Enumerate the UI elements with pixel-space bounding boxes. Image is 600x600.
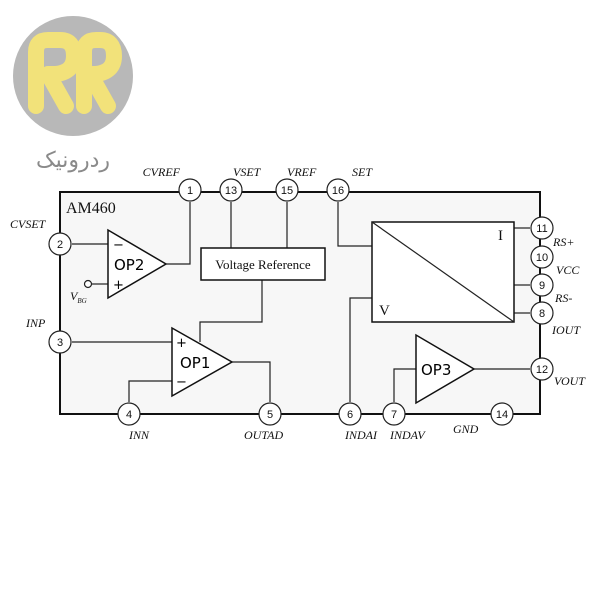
pin-circle — [326, 178, 350, 202]
converter-i-label: I — [498, 228, 503, 244]
op1-triangle — [171, 326, 234, 398]
pin-circle — [530, 245, 554, 269]
pin-label: INDAV — [389, 428, 426, 442]
voltage-reference-label: Voltage Reference — [215, 257, 311, 272]
pin-circle — [48, 232, 72, 256]
pin-label: RS+ — [552, 235, 574, 249]
vbg-label: VBG — [70, 289, 87, 305]
pin-circle — [490, 402, 514, 426]
pin-number: 14 — [496, 409, 508, 421]
pin-label: CVSET — [10, 217, 47, 231]
pin-16: 16 SET — [326, 165, 373, 202]
op3-amplifier: OP3 — [415, 333, 476, 405]
chip-name: AM460 — [66, 200, 116, 217]
pin-circle — [275, 178, 299, 202]
pin-label: VSET — [233, 165, 262, 179]
logo-mark-icon — [28, 32, 122, 114]
op1-minus-sign: − — [176, 375, 187, 390]
pin-circle — [530, 273, 554, 297]
pin-label: VOUT — [554, 374, 586, 388]
pin-label: INDAI — [344, 428, 378, 442]
op2-triangle — [107, 228, 168, 300]
pin-number: 5 — [267, 409, 273, 421]
pin-number: 6 — [347, 409, 353, 421]
converter-v-label: V — [379, 303, 390, 319]
pin-15: 15 VREF — [275, 165, 317, 202]
voltage-reference-block: Voltage Reference — [200, 247, 326, 281]
op3-triangle — [415, 333, 476, 405]
voltage-reference-box — [200, 247, 326, 281]
pin-number: 7 — [391, 409, 397, 421]
pin-number: 15 — [281, 185, 293, 197]
pin-number: 4 — [126, 409, 132, 421]
pin-label: OUTAD — [244, 428, 283, 442]
pin-label: IOUT — [551, 323, 581, 337]
pin-2: 2 CVSET — [10, 217, 72, 256]
op2-amplifier: − + OP2 — [107, 228, 168, 300]
pin-1: 1 CVREF — [143, 165, 202, 202]
pin-label: INP — [25, 316, 46, 330]
pin-label: VCC — [556, 263, 580, 277]
logo-brand-text: ردرونیک — [36, 148, 110, 173]
pin-label: VREF — [287, 165, 317, 179]
pin-circle — [530, 216, 554, 240]
pin-number: 16 — [332, 185, 344, 197]
op2-minus-sign: − — [113, 238, 124, 253]
pin-circle — [338, 402, 362, 426]
vi-converter-block: I V — [371, 221, 515, 323]
pin-number: 10 — [536, 252, 548, 264]
pin-number: 2 — [57, 239, 63, 251]
pin-3: 3 INP — [25, 316, 72, 354]
pin-number: 12 — [536, 364, 548, 376]
op1-amplifier: + − OP1 — [171, 326, 234, 398]
pin-number: 3 — [57, 337, 63, 349]
pin-circle — [48, 330, 72, 354]
pin-number: 9 — [539, 280, 545, 292]
op1-label: OP1 — [180, 354, 210, 372]
pin-label: RS- — [554, 291, 572, 305]
pin-circle — [219, 178, 243, 202]
op3-label: OP3 — [421, 361, 451, 379]
company-logo: ردرونیک — [13, 16, 133, 173]
pin-label: GND — [453, 422, 479, 436]
op1-plus-sign: + — [176, 336, 187, 351]
pin-circle — [258, 402, 282, 426]
pin-circle — [530, 301, 554, 325]
pin-label: SET — [352, 165, 373, 179]
pin-circle — [382, 402, 406, 426]
pin-circle — [117, 402, 141, 426]
pin-label: CVREF — [143, 165, 181, 179]
pin-label: INN — [128, 428, 150, 442]
pin-number: 11 — [536, 223, 547, 235]
pin-13: 13 VSET — [219, 165, 262, 202]
converter-diagonal — [371, 221, 515, 323]
pin-circle — [178, 178, 202, 202]
op2-plus-sign: + — [113, 278, 124, 293]
pin-9: 9RS- — [530, 273, 572, 305]
pin-number: 13 — [225, 185, 237, 197]
vbg-node-icon — [83, 279, 93, 289]
wiring — [72, 202, 530, 402]
vbg-source: VBG — [70, 279, 93, 305]
pin-number: 1 — [187, 185, 193, 197]
pin-number: 8 — [539, 308, 545, 320]
op2-label: OP2 — [114, 256, 144, 274]
pin-circle — [530, 357, 554, 381]
